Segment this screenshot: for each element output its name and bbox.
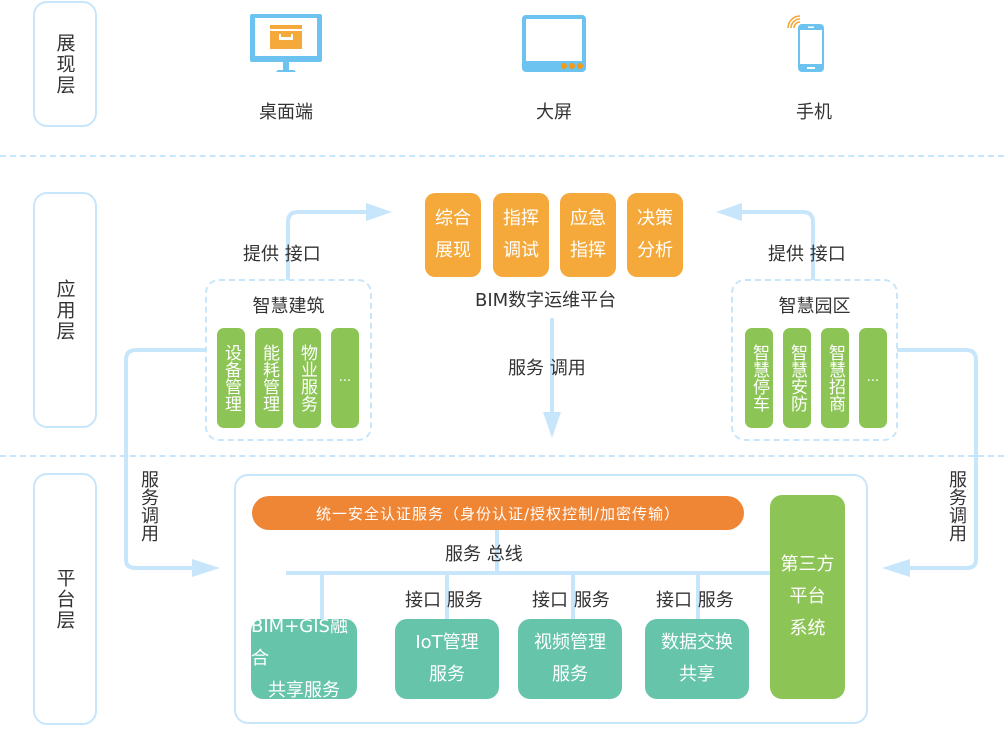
service-video-management: 视频管理 服务 (518, 619, 622, 699)
app-property-service: 物业服务 (293, 328, 321, 428)
smart-building-title: 智慧建筑 (252, 296, 325, 317)
service-line: 服务 (429, 664, 465, 685)
service-line: 共享 (679, 664, 715, 685)
module-comprehensive-display: 综合 展现 (425, 193, 481, 277)
app-smart-investment: 智慧招商 (821, 328, 849, 428)
arrowhead-left (716, 203, 742, 221)
layer-label-application: 应用层 (33, 192, 97, 428)
device-label-mobile: 手机 (796, 102, 832, 123)
service-bus-label: 服务 总线 (445, 544, 523, 565)
ellipsis-label: ... (866, 370, 880, 385)
module-line: 分析 (637, 240, 673, 261)
provide-interface-label: 提供 接口 (243, 244, 321, 265)
layer-divider (0, 455, 1004, 457)
app-smart-security: 智慧安防 (783, 328, 811, 428)
layer-label-presentation: 展现层 (33, 1, 97, 127)
third-party-platform-system: 第三方 平台 系统 (770, 495, 845, 699)
service-line: 数据交换 (661, 632, 733, 653)
arrowhead-left (882, 559, 910, 577)
module-line: 综合 (435, 208, 471, 229)
desktop-monitor-icon (250, 14, 324, 78)
app-label: 能耗管理 (259, 344, 279, 412)
module-line: 应急 (570, 208, 606, 229)
third-party-line: 平台 (789, 586, 826, 607)
service-line: 服务 (552, 664, 588, 685)
platform-frame (234, 474, 868, 724)
interface-service-label: 接口 服务 (532, 590, 610, 611)
module-line: 展现 (435, 240, 471, 261)
bim-platform-title: BIM数字运维平台 (475, 290, 617, 311)
layer-label-platform: 平台层 (33, 473, 97, 725)
interface-service-label: 接口 服务 (656, 590, 734, 611)
arrowhead-right (366, 203, 392, 221)
interface-service-label: 接口 服务 (405, 590, 483, 611)
layer-label-text: 展现层 (53, 32, 76, 96)
service-line: 共享服务 (268, 680, 340, 701)
smart-park-group (731, 279, 898, 441)
provide-interface-label: 提供 接口 (768, 244, 846, 265)
layer-label-text: 应用层 (53, 278, 76, 342)
third-party-line: 第三方 (780, 554, 835, 575)
module-command-debug: 指挥 调试 (493, 193, 549, 277)
arrowhead-down (543, 412, 561, 438)
app-label: 智慧招商 (825, 344, 845, 412)
device-label-large-screen: 大屏 (536, 102, 572, 123)
ellipsis-label: ... (338, 370, 352, 385)
module-line: 指挥 (570, 240, 606, 261)
app-label: 智慧安防 (787, 344, 807, 412)
module-line: 调试 (503, 240, 539, 261)
service-bim-gis: BIM+GIS融合 共享服务 (251, 616, 357, 701)
module-emergency-command: 应急 指挥 (560, 193, 616, 277)
unified-auth-service-bar: 统一安全认证服务（身份认证/授权控制/加密传输） (252, 496, 744, 530)
device-label-desktop: 桌面端 (259, 102, 313, 123)
service-call-label-right: 服务调用 (946, 470, 967, 542)
smart-building-group (205, 279, 372, 441)
service-line: IoT管理 (415, 632, 479, 653)
app-energy-management: 能耗管理 (255, 328, 283, 428)
app-smart-parking: 智慧停车 (745, 328, 773, 428)
service-data-exchange: 数据交换 共享 (645, 619, 749, 699)
app-label: 物业服务 (297, 344, 317, 412)
smart-park-title: 智慧园区 (778, 296, 851, 317)
service-iot-management: IoT管理 服务 (395, 619, 499, 699)
service-call-label: 服务 调用 (508, 358, 586, 379)
service-call-label-left: 服务调用 (138, 470, 159, 542)
app-label: 智慧停车 (749, 344, 769, 412)
layer-divider (0, 155, 1004, 157)
module-line: 决策 (637, 208, 673, 229)
app-more: ... (859, 328, 887, 428)
third-party-line: 系统 (789, 618, 826, 639)
auth-bar-label: 统一安全认证服务（身份认证/授权控制/加密传输） (315, 504, 681, 523)
layer-label-text: 平台层 (53, 567, 76, 631)
mobile-phone-icon (786, 14, 828, 78)
arrowhead-right (192, 559, 220, 577)
app-label: 设备管理 (221, 344, 241, 412)
service-line: BIM+GIS融合 (251, 616, 348, 669)
module-decision-analysis: 决策 分析 (627, 193, 683, 277)
app-more: ... (331, 328, 359, 428)
large-screen-icon (522, 15, 588, 77)
module-line: 指挥 (503, 208, 539, 229)
app-equipment-management: 设备管理 (217, 328, 245, 428)
service-line: 视频管理 (534, 632, 606, 653)
